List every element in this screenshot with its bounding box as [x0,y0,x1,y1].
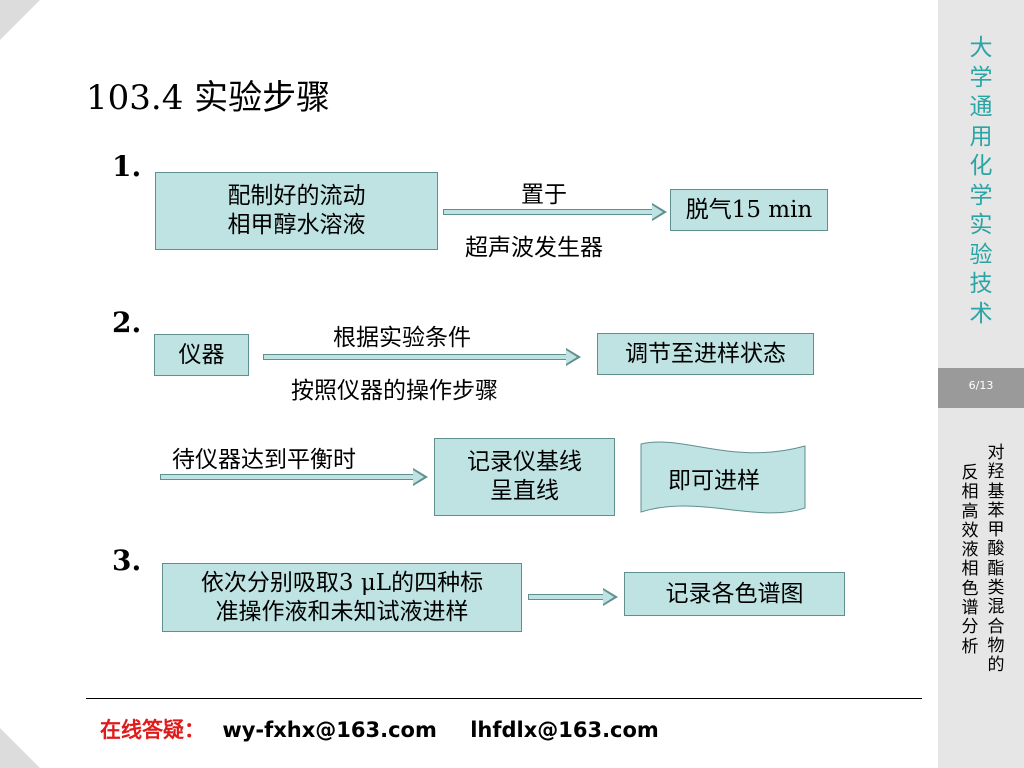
vertical-title-char: 酯 [987,558,1005,579]
step1-start-line: 配制好的流动 [227,183,366,209]
step3-end-box: 记录各色谱图 [624,572,845,616]
vertical-title-char: 反 [961,463,979,483]
vertical-title-char: 羟 [987,462,1005,483]
corner-decoration-bottom [0,728,40,768]
vertical-title-char: 析 [961,636,979,657]
series-title-char: 实 [969,212,993,238]
vertical-title-char: 效 [961,520,979,541]
series-title-char: 术 [969,300,993,327]
vertical-title-char: 的 [987,655,1005,676]
baseline-box: 记录仪基线 呈直线 [434,438,615,516]
vertical-title-char: 谱 [961,598,979,619]
vertical-title-char: 苯 [987,500,1005,521]
step1-arrow-label-top: 置于 [521,182,567,208]
series-title-char: 学 [969,182,993,209]
series-title-char: 大 [969,35,993,61]
corner-decoration-top [0,0,40,40]
slide-title: 103.4 实验步骤 [86,78,331,118]
vertical-title-char: 合 [987,616,1005,637]
series-title: 大 学 通 用 化 学 实 验 技 术 [938,34,1024,329]
vertical-title-column-right: 对 羟 基 苯 甲 酸 酯 类 混 合 物 的 [985,443,1007,676]
ready-label: 即可进样 [668,468,760,494]
step2-start-label: 仪器 [178,341,225,368]
step3-start-box: 依次分别吸取3 μL的四种标 准操作液和未知试液进样 [162,563,522,632]
vertical-title-char: 物 [987,635,1005,656]
series-title-char: 用 [969,123,993,150]
vertical-title-char: 色 [961,578,979,599]
series-title-char: 化 [969,153,993,179]
step-number-1: 1. [112,150,142,183]
vertical-title-char: 混 [987,597,1005,618]
footer-divider [86,698,922,699]
step1-arrow [443,203,667,221]
step2-end-box: 调节至进样状态 [597,333,814,375]
step1-start-box: 配制好的流动 相甲醇水溶液 [155,172,438,250]
footer-label: 在线答疑： [100,718,205,742]
sidebar: 大 学 通 用 化 学 实 验 技 术 6/13 对 羟 基 苯 甲 酸 酯 类… [938,0,1024,768]
vertical-title-char: 甲 [987,520,1005,541]
step1-start-line: 相甲醇水溶液 [227,212,366,238]
ready-wave-shape [640,441,806,514]
vertical-title-char: 相 [961,559,979,580]
footer: 在线答疑： wy-fxhx@163.com lhfdlx@163.com [100,714,659,744]
baseline-line: 呈直线 [490,478,559,504]
vertical-title-char: 分 [961,617,979,638]
vertical-title-char: 类 [987,578,1005,599]
step1-end-box: 脱气15 min [670,189,828,231]
page-indicator: 6/13 [938,368,1024,408]
step3-start-line: 依次分别吸取3 μL的四种标 [200,569,484,596]
wait-arrow [160,468,428,486]
baseline-line: 记录仪基线 [467,449,582,475]
vertical-title-char: 液 [961,540,979,561]
vertical-title-char: 对 [987,443,1005,463]
step2-arrow-label-bottom: 按照仪器的操作步骤 [291,378,498,404]
step3-arrow [528,588,618,606]
step2-start-box: 仪器 [154,334,249,376]
vertical-title-char: 相 [961,482,979,503]
step-number-3: 3. [112,544,142,577]
step1-arrow-label-bottom: 超声波发生器 [465,235,603,261]
step2-end-label: 调节至进样状态 [625,340,786,367]
step3-start-line: 准操作液和未知试液进样 [215,598,469,625]
series-title-char: 验 [969,241,993,268]
step-number-2: 2. [112,306,142,339]
footer-email-1[interactable]: wy-fxhx@163.com [222,718,437,742]
vertical-title-char: 高 [961,501,979,522]
step2-arrow-label-top: 根据实验条件 [333,325,471,351]
series-title-char: 技 [969,271,993,297]
step3-end-label: 记录各色谱图 [665,580,804,607]
step2-arrow [263,348,581,366]
step1-end-label: 脱气15 min [685,196,813,223]
vertical-title-char: 酸 [987,539,1005,560]
wait-label: 待仪器达到平衡时 [172,447,356,473]
vertical-title-column-left: 反 相 高 效 液 相 色 谱 分 析 [959,463,981,657]
series-title-char: 学 [969,64,993,91]
footer-email-2[interactable]: lhfdlx@163.com [470,718,659,742]
series-title-char: 通 [969,94,993,120]
vertical-title-char: 基 [987,481,1005,502]
